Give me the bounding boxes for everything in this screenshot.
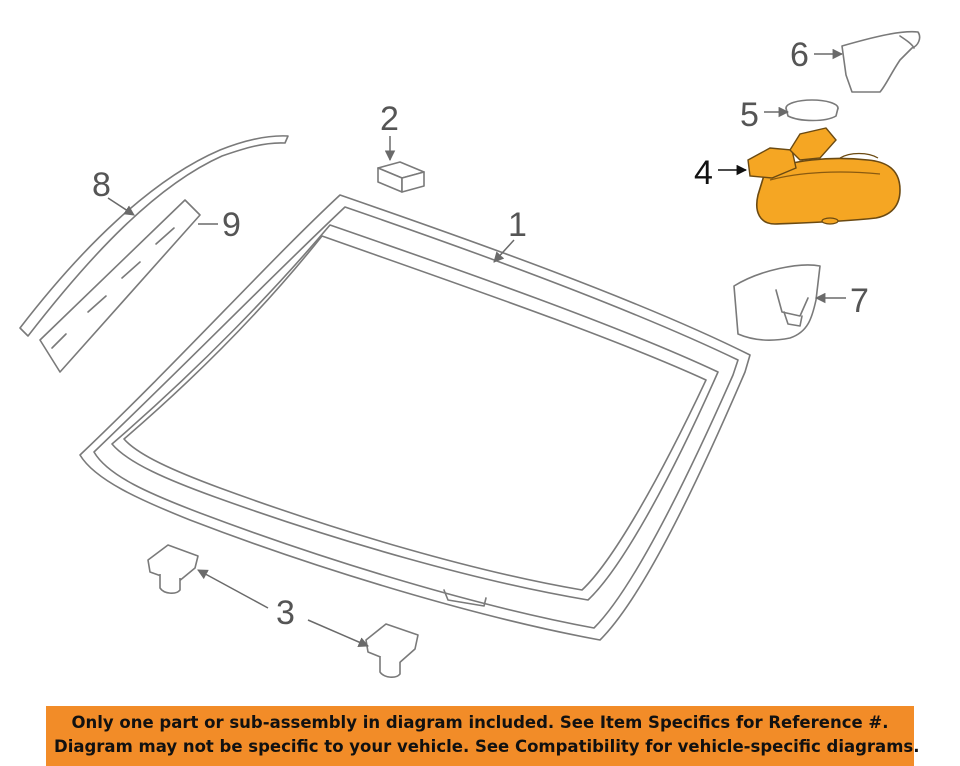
disclaimer-line-2: Diagram may not be specific to your vehi… xyxy=(54,737,920,756)
callout-9: 9 xyxy=(222,206,241,244)
callout-4: 4 xyxy=(694,154,713,192)
clip-strip-part xyxy=(39,199,201,373)
callout-1: 1 xyxy=(508,206,527,244)
callout-7: 7 xyxy=(850,282,869,320)
callout-5: 5 xyxy=(740,96,759,134)
lower-cover-part xyxy=(733,264,821,341)
mount-disc-part xyxy=(785,99,839,122)
leader-lines xyxy=(107,48,846,648)
callout-2: 2 xyxy=(380,100,399,138)
stopper-part-right xyxy=(365,623,419,678)
spacer-block-part xyxy=(377,161,425,193)
disclaimer-line-1: Only one part or sub-assembly in diagram… xyxy=(71,713,889,732)
callout-8: 8 xyxy=(92,166,111,204)
upper-cover-part xyxy=(841,30,921,93)
callout-6: 6 xyxy=(790,36,809,74)
disclaimer-banner: Only one part or sub-assembly in diagram… xyxy=(46,706,920,766)
rearview-mirror-part xyxy=(747,127,901,225)
callout-3: 3 xyxy=(276,594,295,632)
windshield-part xyxy=(79,194,751,641)
stopper-part-left xyxy=(147,544,199,594)
